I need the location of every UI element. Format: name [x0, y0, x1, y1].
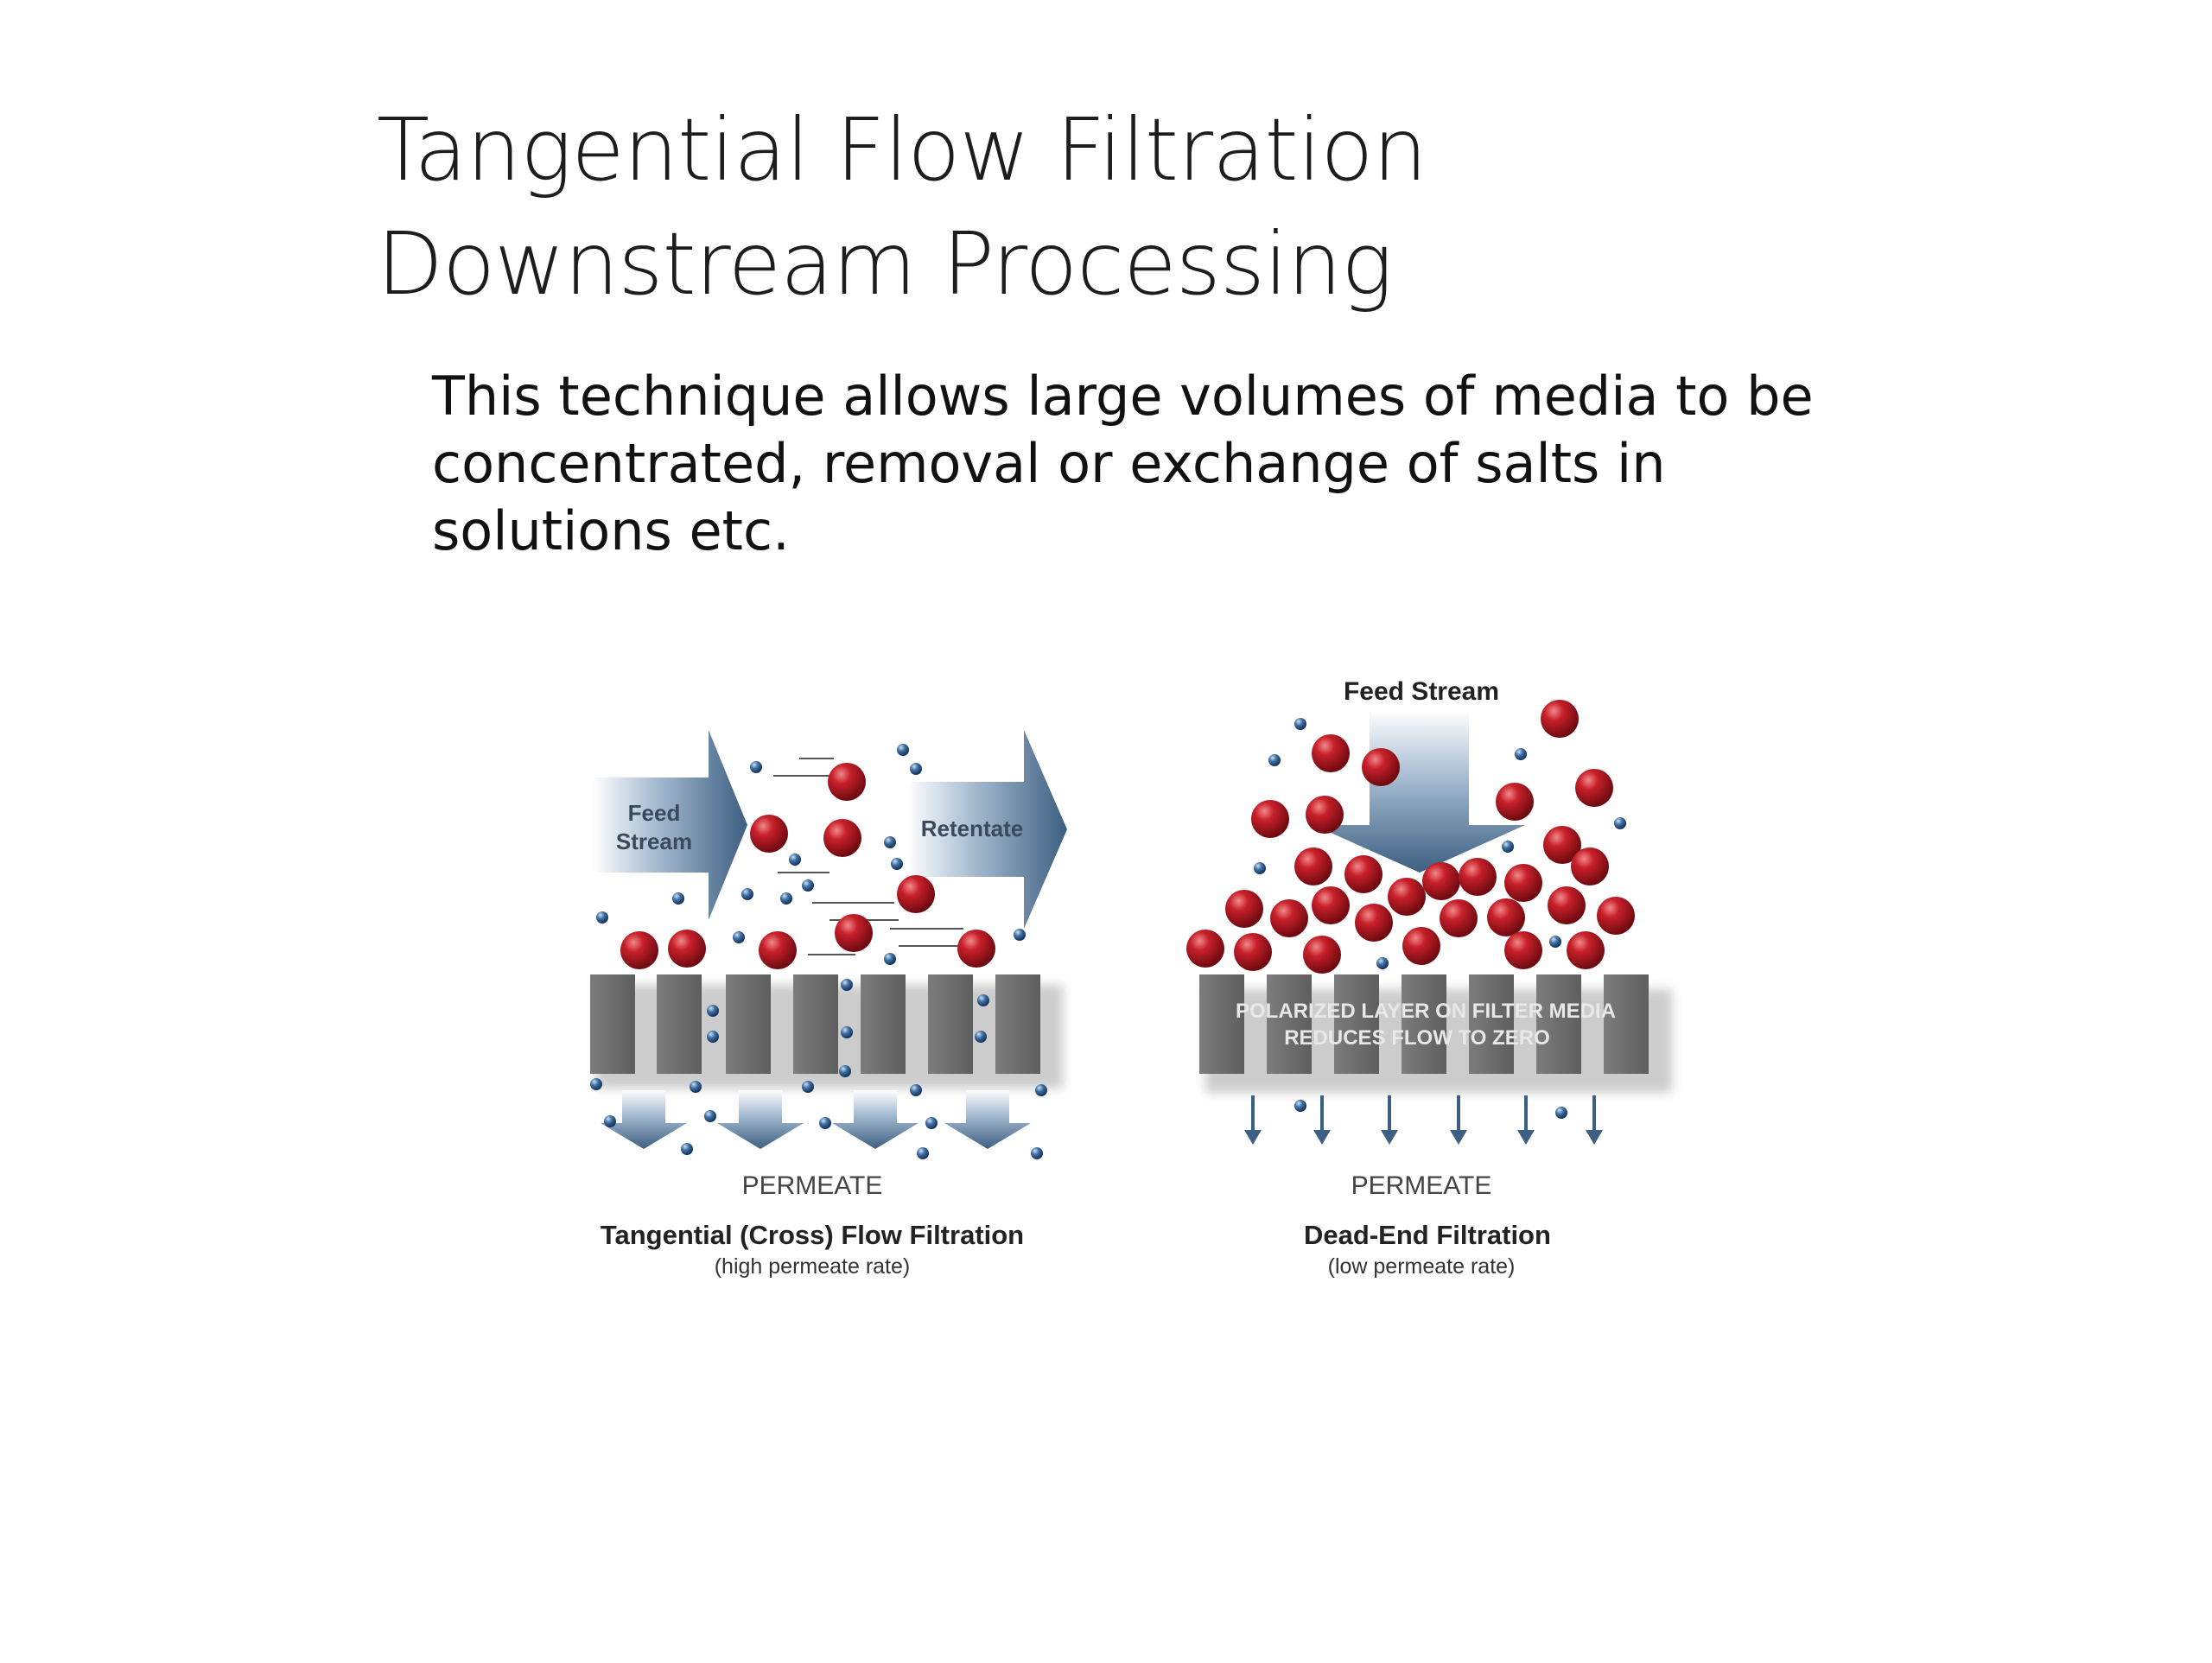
deadend-large-particles	[1186, 700, 1635, 974]
deadend-permeate-arrows	[1244, 1095, 1603, 1145]
feed-label-1: Feed	[628, 800, 681, 826]
tangential-permeate-label: PERMEATE	[742, 1171, 883, 1200]
deadend-feed-arrow	[1313, 710, 1525, 873]
flow-lines	[773, 758, 963, 955]
deadend-caption: Dead-End Filtration	[1304, 1220, 1551, 1250]
deadend-filter-media	[1199, 974, 1649, 1074]
tangential-caption: Tangential (Cross) Flow Filtration	[601, 1220, 1024, 1250]
polarized-layer-label-1: POLARIZED LAYER ON FILTER MEDIA	[1236, 1000, 1616, 1023]
feed-label-2: Stream	[616, 828, 692, 854]
title-line-2: Downstream Processing	[377, 213, 1393, 314]
body-paragraph: This technique allows large volumes of m…	[432, 365, 1814, 562]
deadend-permeate-label: PERMEATE	[1351, 1171, 1492, 1200]
retentate-arrow	[907, 730, 1067, 929]
deadend-feed-label: Feed Stream	[1344, 677, 1499, 706]
title-line-1: Tangential Flow Filtration	[377, 99, 1427, 200]
tangential-permeate-arrows	[601, 1090, 1031, 1149]
polarized-layer-label-2: REDUCES FLOW TO ZERO	[1284, 1026, 1550, 1050]
tangential-panel: Feed Stream Retentate	[590, 730, 1067, 1279]
retentate-label: Retentate	[921, 816, 1023, 841]
deadend-subcaption: (low permeate rate)	[1328, 1254, 1516, 1279]
deadend-small-particles	[1254, 718, 1626, 1119]
tangential-subcaption: (high permeate rate)	[715, 1254, 911, 1279]
tangential-small-particles	[590, 744, 1047, 1159]
tangential-large-particles	[620, 763, 995, 969]
feed-stream-arrow	[592, 730, 747, 920]
slide-title: Tangential Flow Filtration Downstream Pr…	[377, 93, 2018, 321]
deadend-panel: Feed Stream POLARIZED LAYER ON FILTER ME…	[1186, 677, 1672, 1279]
tangential-filter-media	[590, 974, 1040, 1074]
